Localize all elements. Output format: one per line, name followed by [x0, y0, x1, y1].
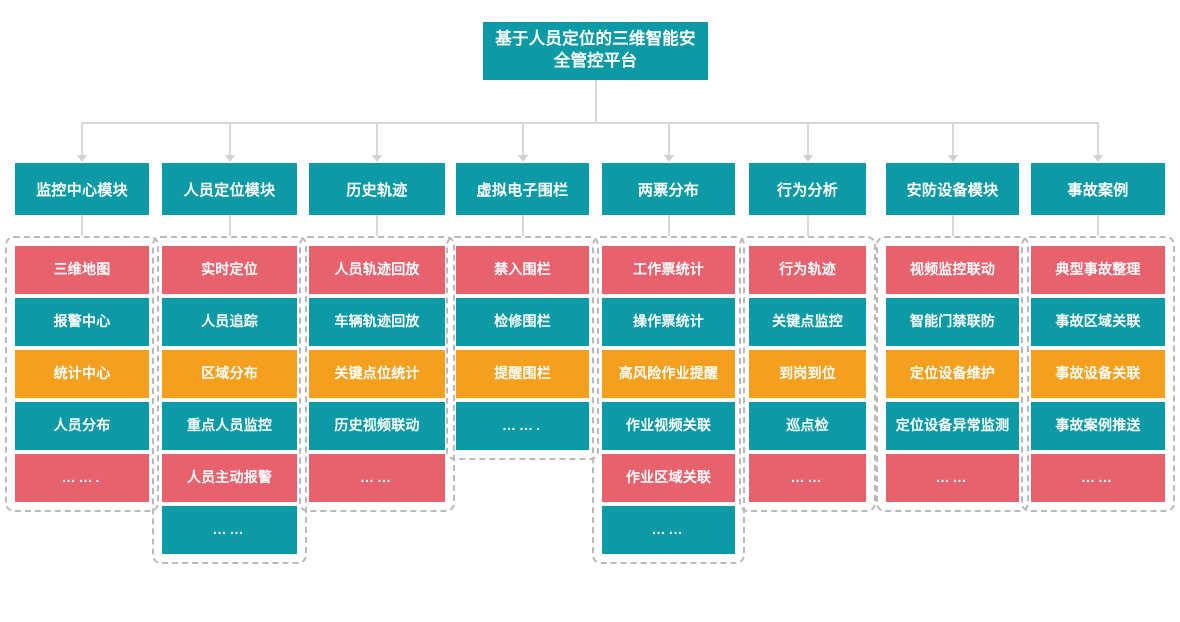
leaf-item-8-5[interactable]: …… [1031, 454, 1165, 502]
column-header-7[interactable]: 安防设备模块 [886, 163, 1019, 215]
leaf-item-7-2[interactable]: 智能门禁联防 [886, 298, 1019, 346]
column-group-8 [1021, 236, 1175, 512]
connector-arrow-4 [517, 155, 528, 162]
connector-drop-7 [951, 122, 954, 156]
connector-drop-6 [806, 122, 809, 156]
leaf-item-1-2[interactable]: 报警中心 [15, 298, 149, 346]
connector-arrow-3 [372, 155, 382, 162]
leaf-item-1-1[interactable]: 三维地图 [15, 246, 149, 294]
leaf-item-3-4[interactable]: 历史视频联动 [309, 402, 445, 450]
leaf-item-1-5[interactable]: ……. [15, 454, 149, 502]
leaf-item-6-2[interactable]: 关键点监控 [749, 298, 866, 346]
leaf-item-4-2[interactable]: 检修围栏 [456, 298, 589, 346]
column-header-4[interactable]: 虚拟电子围栏 [456, 163, 589, 215]
leaf-item-2-3[interactable]: 区域分布 [162, 350, 297, 398]
connector-drop-5 [667, 122, 670, 156]
leaf-item-7-5[interactable]: …… [886, 454, 1019, 502]
connector-header-to-group-3 [376, 215, 378, 236]
leaf-item-7-3[interactable]: 定位设备维护 [886, 350, 1019, 398]
leaf-item-1-4[interactable]: 人员分布 [15, 402, 149, 450]
leaf-item-4-1[interactable]: 禁入围栏 [456, 246, 589, 294]
leaf-item-5-6[interactable]: …… [602, 506, 735, 554]
leaf-item-2-4[interactable]: 重点人员监控 [162, 402, 297, 450]
connector-drop-4 [521, 122, 524, 156]
leaf-item-2-1[interactable]: 实时定位 [162, 246, 297, 294]
leaf-item-6-3[interactable]: 到岗到位 [749, 350, 866, 398]
column-header-5[interactable]: 两票分布 [602, 163, 735, 215]
leaf-item-5-5[interactable]: 作业区域关联 [602, 454, 735, 502]
connector-drop-1 [81, 122, 83, 156]
leaf-item-2-5[interactable]: 人员主动报警 [162, 454, 297, 502]
connector-horizontal-bus [82, 122, 1098, 124]
connector-header-to-group-5 [667, 215, 670, 236]
connector-header-to-group-1 [81, 215, 83, 236]
leaf-item-5-3[interactable]: 高风险作业提醒 [602, 350, 735, 398]
column-header-8[interactable]: 事故案例 [1031, 163, 1165, 215]
leaf-item-3-3[interactable]: 关键点位统计 [309, 350, 445, 398]
connector-root-stem [594, 80, 597, 122]
leaf-item-6-1[interactable]: 行为轨迹 [749, 246, 866, 294]
leaf-item-7-1[interactable]: 视频监控联动 [886, 246, 1019, 294]
leaf-item-5-4[interactable]: 作业视频关联 [602, 402, 735, 450]
leaf-item-5-1[interactable]: 工作票统计 [602, 246, 735, 294]
column-group-7 [876, 236, 1029, 512]
leaf-item-7-4[interactable]: 定位设备异常监测 [886, 402, 1019, 450]
connector-header-to-group-8 [1097, 215, 1099, 236]
connector-drop-8 [1097, 122, 1099, 156]
connector-arrow-7 [947, 155, 958, 162]
leaf-item-2-2[interactable]: 人员追踪 [162, 298, 297, 346]
leaf-item-8-4[interactable]: 事故案例推送 [1031, 402, 1165, 450]
leaf-item-8-2[interactable]: 事故区域关联 [1031, 298, 1165, 346]
column-group-6 [739, 236, 876, 512]
column-group-1 [5, 236, 159, 512]
leaf-item-3-2[interactable]: 车辆轨迹回放 [309, 298, 445, 346]
column-header-6[interactable]: 行为分析 [749, 163, 866, 215]
leaf-item-2-6[interactable]: …… [162, 506, 297, 554]
leaf-item-6-5[interactable]: …… [749, 454, 866, 502]
leaf-item-3-5[interactable]: …… [309, 454, 445, 502]
column-group-5 [592, 236, 745, 564]
connector-drop-3 [376, 122, 378, 156]
leaf-item-5-2[interactable]: 操作票统计 [602, 298, 735, 346]
connector-arrow-1 [77, 155, 87, 162]
connector-arrow-2 [224, 155, 235, 162]
column-header-2[interactable]: 人员定位模块 [162, 163, 297, 215]
leaf-item-3-1[interactable]: 人员轨迹回放 [309, 246, 445, 294]
column-group-2 [152, 236, 307, 564]
connector-header-to-group-6 [806, 215, 809, 236]
leaf-item-4-4[interactable]: ……. [456, 402, 589, 450]
connector-arrow-8 [1093, 155, 1103, 162]
connector-arrow-6 [802, 155, 813, 162]
column-header-1[interactable]: 监控中心模块 [15, 163, 149, 215]
leaf-item-8-1[interactable]: 典型事故整理 [1031, 246, 1165, 294]
column-header-3[interactable]: 历史轨迹 [309, 163, 445, 215]
platform-title-node: 基于人员定位的三维智能安全管控平台 [483, 22, 708, 80]
leaf-item-1-3[interactable]: 统计中心 [15, 350, 149, 398]
leaf-item-6-4[interactable]: 巡点检 [749, 402, 866, 450]
connector-arrow-5 [663, 155, 674, 162]
leaf-item-4-3[interactable]: 提醒围栏 [456, 350, 589, 398]
connector-header-to-group-2 [228, 215, 231, 236]
column-group-3 [299, 236, 455, 512]
connector-header-to-group-7 [951, 215, 954, 236]
connector-drop-2 [228, 122, 231, 156]
column-group-4 [446, 236, 599, 460]
leaf-item-8-3[interactable]: 事故设备关联 [1031, 350, 1165, 398]
connector-header-to-group-4 [521, 215, 524, 236]
